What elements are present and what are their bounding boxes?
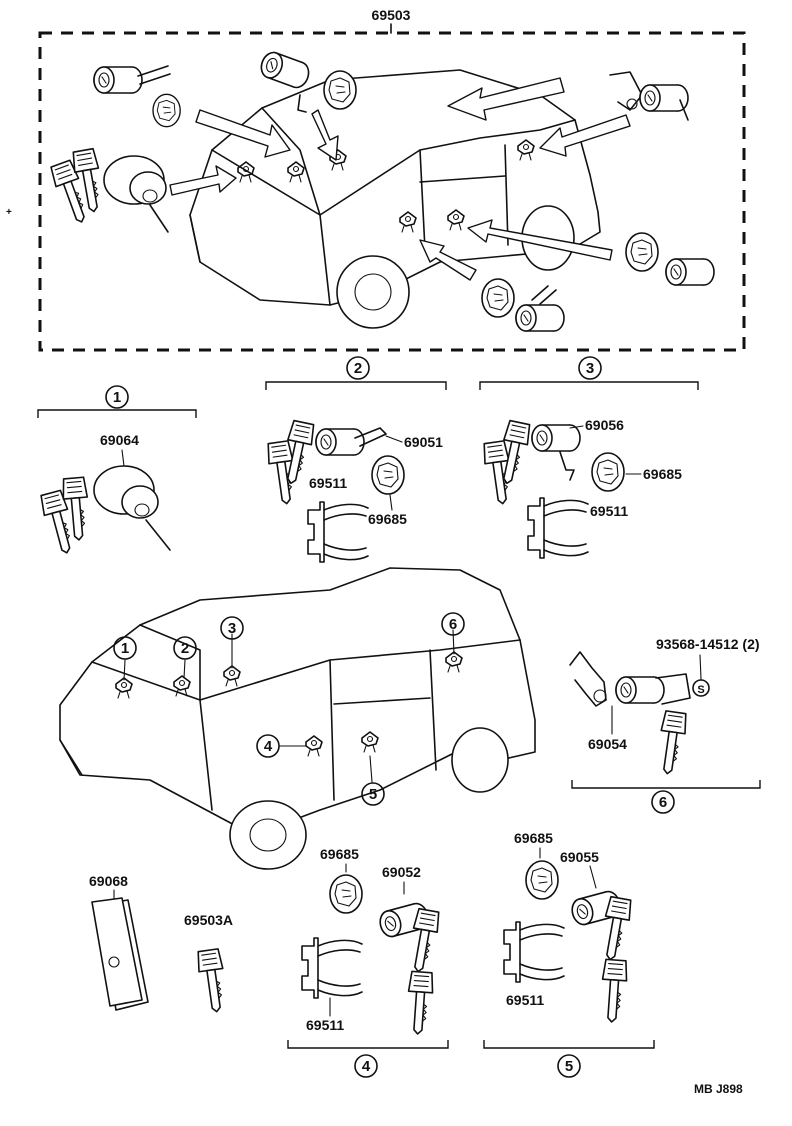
label-69503A: 69503A <box>184 912 233 928</box>
group-2: 2 69051 69511 69685 <box>265 356 447 563</box>
group-4: 69685 69052 69511 4 <box>287 846 449 1078</box>
callout-4: 4 <box>362 1058 371 1075</box>
label-69054: 69054 <box>588 736 627 752</box>
group-5: 69685 69055 69511 5 <box>483 830 655 1078</box>
van-middle-illustration <box>59 567 536 870</box>
van-callout-1: 1 <box>121 640 129 657</box>
callout-5: 5 <box>565 1058 573 1075</box>
footer-code: MB J898 <box>694 1082 743 1096</box>
van-callout-2: 2 <box>181 640 189 657</box>
label-69052: 69052 <box>382 864 421 880</box>
van-callout-6: 6 <box>449 616 457 633</box>
assembly-arrows <box>169 77 631 281</box>
assembly-loose-parts <box>48 48 715 332</box>
label-69685-group5: 69685 <box>514 830 553 846</box>
van-callouts: 1 2 3 6 4 5 <box>113 612 465 806</box>
callout-6: 6 <box>659 794 667 811</box>
label-69511-group5: 69511 <box>506 992 544 1008</box>
label-69055: 69055 <box>560 849 599 865</box>
label-69056: 69056 <box>585 417 624 433</box>
label-69051: 69051 <box>404 434 443 450</box>
stray-mark: + <box>6 207 12 218</box>
van-callout-3: 3 <box>228 620 236 637</box>
van-callout-5: 5 <box>369 786 377 803</box>
label-69064: 69064 <box>100 432 139 448</box>
callout-2: 2 <box>354 360 362 377</box>
label-69511-group2: 69511 <box>309 475 347 491</box>
s-mark: S <box>697 684 704 696</box>
callout-1: 1 <box>113 389 121 406</box>
assembly-69503-box: 69503 <box>38 7 746 352</box>
group-1: 1 69064 <box>37 385 197 557</box>
label-69685-group3: 69685 <box>643 466 682 482</box>
assembly-label: 69503 <box>372 7 411 23</box>
card-and-key: 69068 69503A <box>89 873 233 1015</box>
van-top-illustration <box>189 69 601 329</box>
callout-3: 3 <box>586 360 594 377</box>
label-69068: 69068 <box>89 873 128 889</box>
group-3: 3 69056 69685 69511 <box>479 356 699 559</box>
van-callout-4: 4 <box>264 738 273 755</box>
group-6: 93568-14512 (2) S 69054 6 <box>569 636 761 814</box>
assembly-dashed-frame <box>38 31 746 352</box>
label-69685-group2: 69685 <box>368 511 407 527</box>
label-69511-group4: 69511 <box>306 1017 344 1033</box>
label-69511-group3: 69511 <box>590 503 628 519</box>
label-69685-group4: 69685 <box>320 846 359 862</box>
label-93568-14512: 93568-14512 (2) <box>656 636 760 652</box>
